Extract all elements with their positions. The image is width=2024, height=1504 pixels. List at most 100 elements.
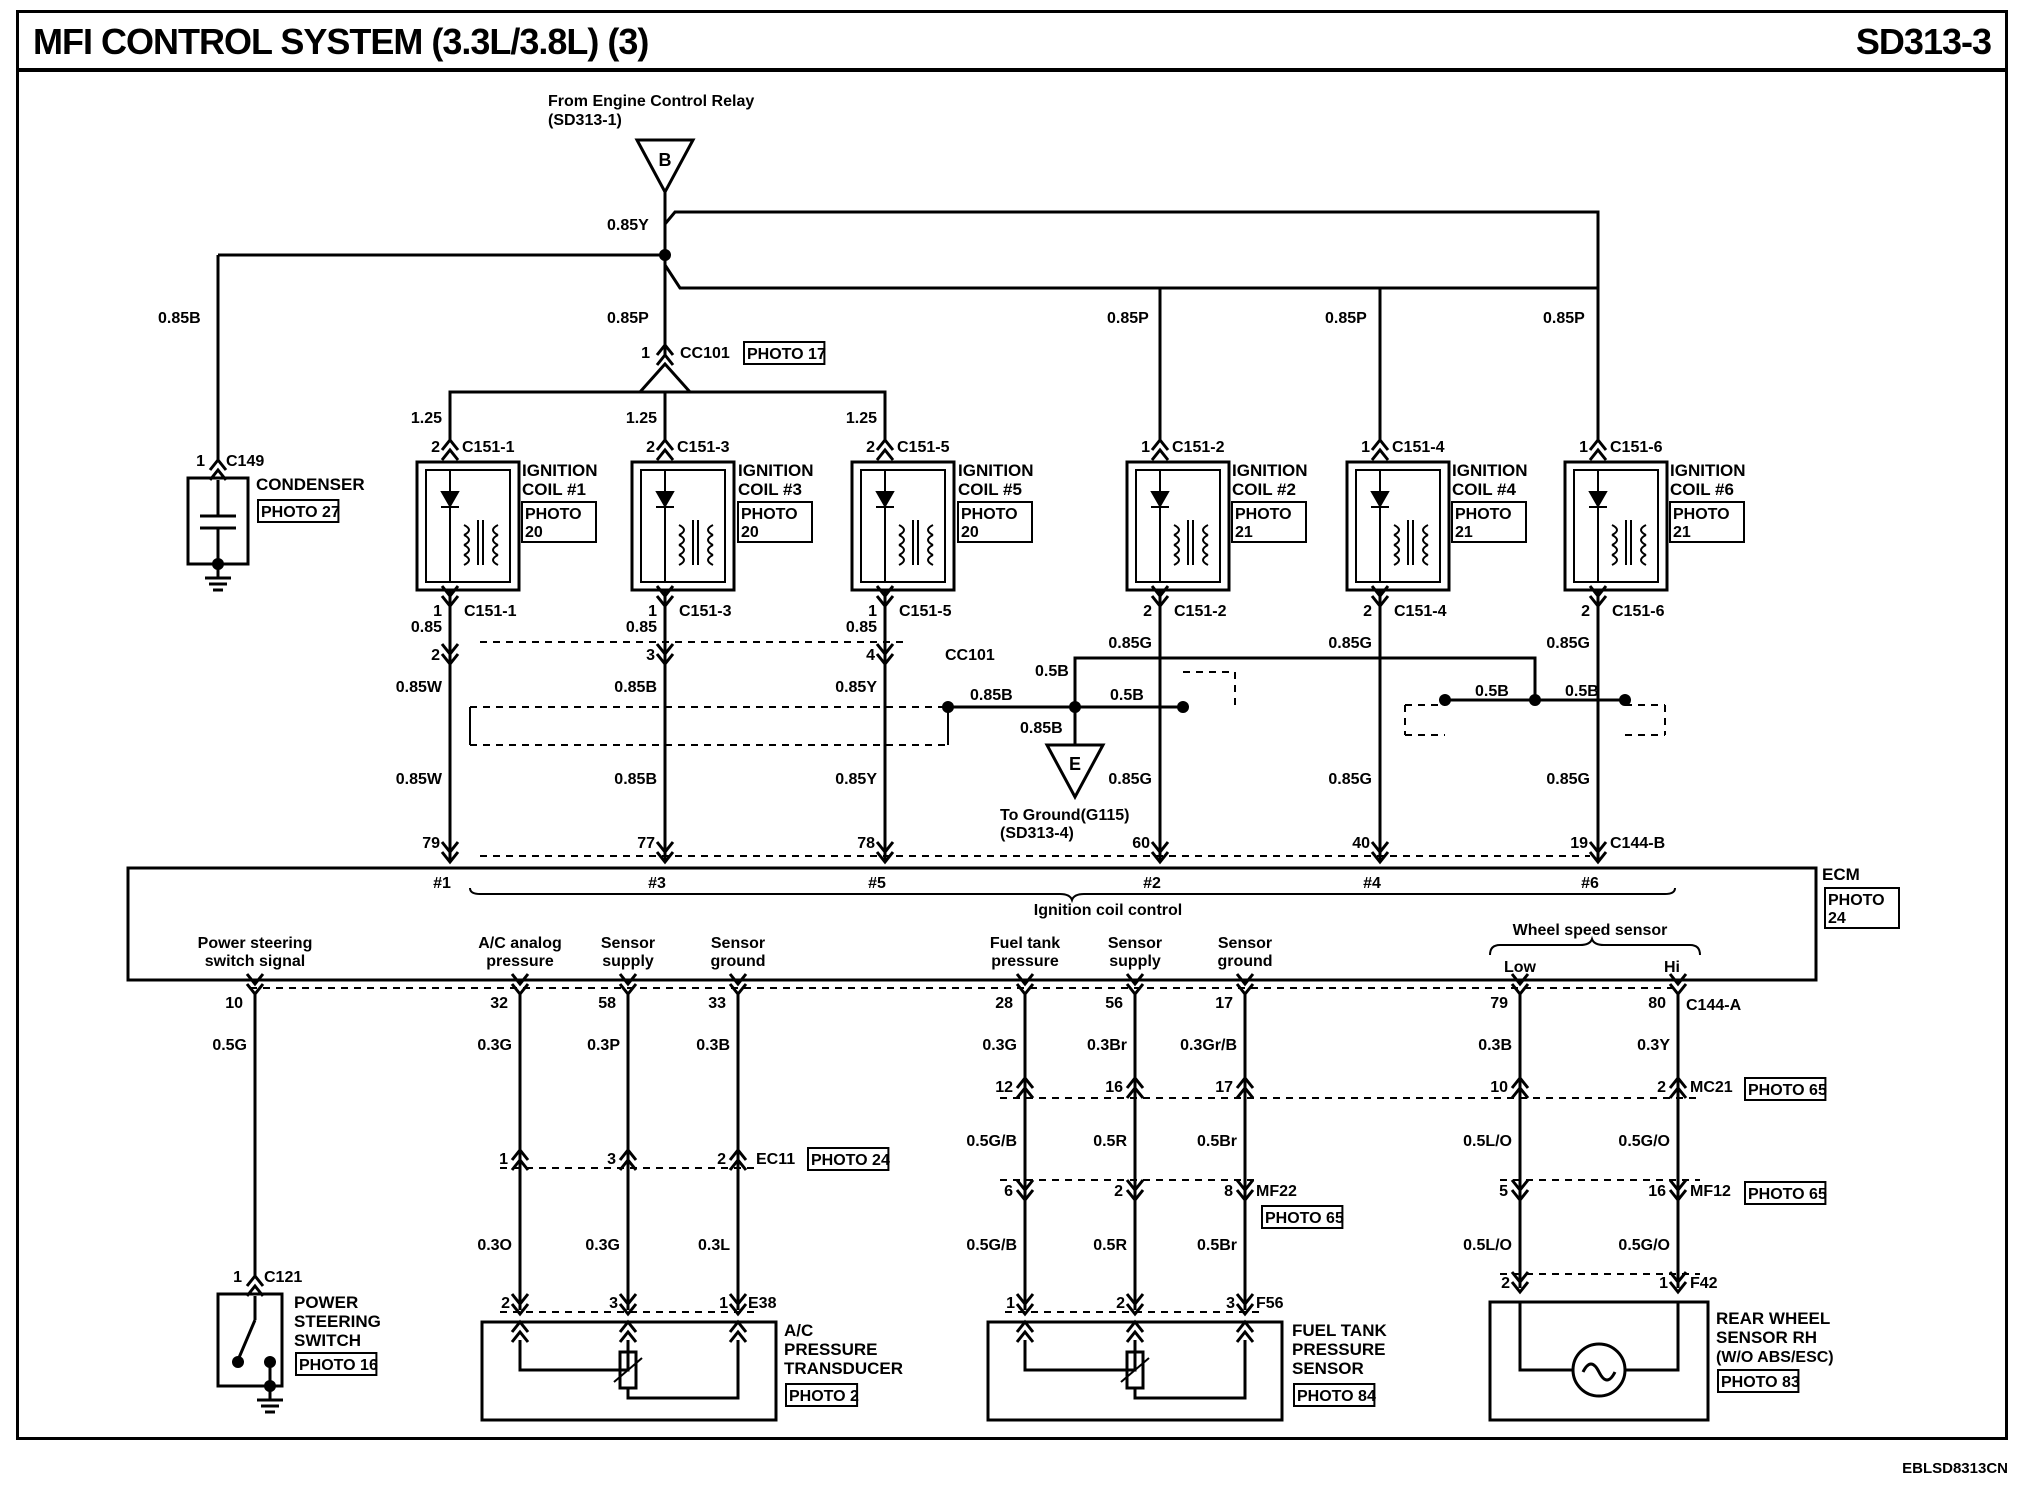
connector-b-triangle bbox=[634, 138, 696, 196]
coil-wire-c: 0.85Y bbox=[835, 771, 877, 788]
coil-winding bbox=[1640, 544, 1647, 556]
cc101-top-photo: PHOTO 17 bbox=[747, 346, 826, 363]
ground-connector-triangle bbox=[1044, 743, 1106, 801]
connector-caret-shape bbox=[510, 972, 530, 996]
photo-ref-box bbox=[1717, 1369, 1800, 1393]
ec11-wire-label: 0.3G bbox=[585, 1237, 620, 1254]
source-ref: (SD313-1) bbox=[548, 112, 622, 129]
mf22-pin: 2 bbox=[1114, 1183, 1123, 1200]
mc21-name: MC21 bbox=[1690, 1079, 1733, 1096]
coil-top-connector: C151-4 bbox=[1392, 439, 1445, 456]
coil-top-pin: 1 bbox=[1579, 439, 1588, 456]
coil-diode bbox=[875, 491, 895, 509]
coil-winding bbox=[1611, 534, 1618, 546]
mf12-wire-label: 0.5G/O bbox=[1618, 1237, 1670, 1254]
mc21-pin: 17 bbox=[1215, 1079, 1233, 1096]
coil-wire-a: 0.85 bbox=[846, 619, 877, 636]
ecm-input-label-2: switch signal bbox=[205, 953, 305, 970]
ac-inner-caret bbox=[618, 1320, 638, 1344]
mf12-wire-label: 0.5L/O bbox=[1463, 1237, 1512, 1254]
coil-winding bbox=[927, 534, 934, 546]
coil-top-connector: C151-2 bbox=[1172, 439, 1225, 456]
ecm-input-label: Sensor bbox=[1218, 935, 1272, 952]
shield-wire-label: 0.5B bbox=[1110, 687, 1144, 704]
ps-switch-blade bbox=[236, 1319, 257, 1361]
photo-ref-box bbox=[1744, 1181, 1827, 1205]
coil-photo-number: 20 bbox=[525, 524, 543, 541]
coil-name: IGNITION bbox=[522, 461, 598, 480]
ground-wire-label: 0.85B bbox=[1020, 720, 1063, 737]
coil-branch-wire: 1.25 bbox=[411, 410, 442, 427]
coil-top-connector: C151-1 bbox=[462, 439, 515, 456]
labels: From Engine Control Relay(SD313-1)B0.85Y… bbox=[158, 93, 1900, 1407]
ecm-bottom-pin: 28 bbox=[995, 995, 1013, 1012]
ec11-photo: PHOTO 24 bbox=[811, 1152, 890, 1169]
ecm-bottom-wire-label: 0.3G bbox=[982, 1037, 1017, 1054]
e38-connector: E38 bbox=[748, 1295, 777, 1312]
coil-winding bbox=[1173, 544, 1180, 556]
coil-photo-number: 21 bbox=[1235, 524, 1253, 541]
ps-switch-box bbox=[216, 1292, 284, 1388]
coil-top-pin: 2 bbox=[646, 439, 655, 456]
coil-bottom-connector: C151-6 bbox=[1612, 603, 1665, 620]
ignition-coil-box bbox=[1345, 460, 1451, 592]
ground-label: To Ground(G115) bbox=[1000, 807, 1129, 824]
photo-ref-box bbox=[1293, 1383, 1376, 1407]
ecm-bottom-caret bbox=[1125, 972, 1145, 996]
condenser-box bbox=[186, 476, 250, 566]
ecm-coil-number: #5 bbox=[868, 875, 886, 892]
ac-photo: PHOTO 2 bbox=[789, 1388, 859, 1405]
ecm-bottom-wire-label: 0.3Y bbox=[1637, 1037, 1670, 1054]
coil-diode bbox=[655, 491, 675, 509]
shield-wire-label: 0.85B bbox=[970, 687, 1013, 704]
ecm-top-pin: 19 bbox=[1570, 835, 1588, 852]
mc21-wire-label: 0.5R bbox=[1093, 1133, 1127, 1150]
photo-ref-box bbox=[807, 1147, 890, 1171]
mf22-photo: PHOTO 65 bbox=[1265, 1210, 1344, 1227]
coil-name: IGNITION bbox=[738, 461, 814, 480]
photo-ref-box bbox=[957, 501, 1033, 543]
coil-winding bbox=[1202, 544, 1209, 556]
coil-winding bbox=[1202, 554, 1209, 566]
coil-winding bbox=[492, 554, 499, 566]
coil-winding bbox=[1611, 524, 1618, 536]
wheel-speed-hi: Hi bbox=[1664, 959, 1680, 976]
coil-diode bbox=[1588, 491, 1608, 509]
fuel-inner-caret bbox=[1125, 1320, 1145, 1344]
coil-winding bbox=[1611, 544, 1618, 556]
coil-branch-wire: 1.25 bbox=[626, 410, 657, 427]
coil-winding bbox=[463, 544, 470, 556]
wheel-inner-wire bbox=[1626, 1302, 1680, 1372]
e38-pin: 3 bbox=[609, 1295, 618, 1312]
condenser-connector: C149 bbox=[226, 453, 264, 470]
ecm-bottom-pin: 33 bbox=[708, 995, 726, 1012]
coil-winding bbox=[898, 544, 905, 556]
ignition-coil-box bbox=[630, 460, 736, 592]
mf12-pin: 16 bbox=[1648, 1183, 1666, 1200]
ec11-pin: 1 bbox=[499, 1151, 508, 1168]
coil-winding bbox=[898, 534, 905, 546]
coil-wire-b: 0.85G bbox=[1546, 635, 1590, 652]
cc101-fan bbox=[638, 361, 692, 393]
wheel-speed-label: Wheel speed sensor bbox=[1513, 922, 1668, 939]
cc101-bottom-pin: 4 bbox=[866, 647, 875, 664]
coil-top-pin: 2 bbox=[866, 439, 875, 456]
coil-winding bbox=[492, 544, 499, 556]
coil-wire-c: 0.85G bbox=[1546, 771, 1590, 788]
fuel-inner-caret bbox=[1235, 1320, 1255, 1344]
coil-winding bbox=[1640, 534, 1647, 546]
coil-photo: PHOTO bbox=[1455, 506, 1512, 523]
coil-wire-b: 0.85Y bbox=[835, 679, 877, 696]
coil-winding bbox=[678, 534, 685, 546]
ecm-top-pin: 77 bbox=[637, 835, 655, 852]
ecm-top-pin: 60 bbox=[1132, 835, 1150, 852]
ec11-wire-label: 0.3O bbox=[477, 1237, 512, 1254]
ecm-bottom-wire-label: 0.5G bbox=[212, 1037, 247, 1054]
coil-winding bbox=[1640, 554, 1647, 566]
ecm-bottom-connector: C144-A bbox=[1686, 997, 1742, 1014]
coil-wire-a: 0.85 bbox=[411, 619, 442, 636]
fuel-label: FUEL TANK bbox=[1292, 1321, 1387, 1340]
ecm-top-connector: C144-B bbox=[1610, 835, 1665, 852]
coil-bottom-pin: 1 bbox=[868, 603, 877, 620]
ecm-input-label: Fuel tank bbox=[990, 935, 1060, 952]
